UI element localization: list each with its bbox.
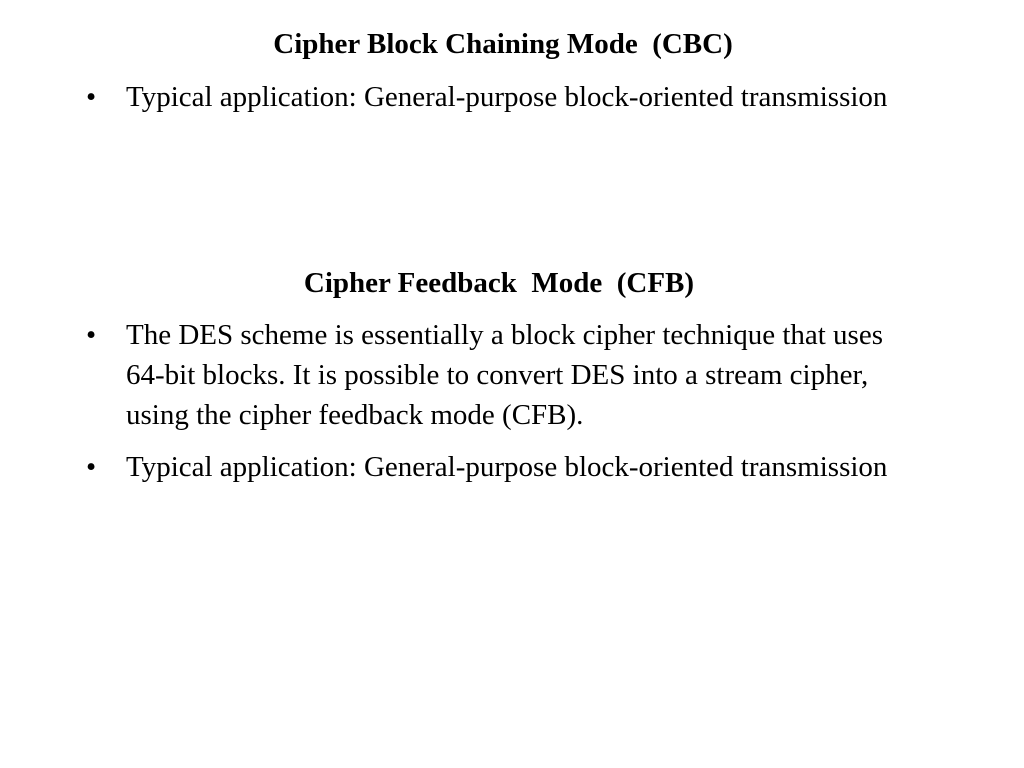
bullet-icon: • [86,81,97,113]
cfb-bullet-item: • Typical application: General-purpose b… [0,447,916,487]
cfb-bullet-list: • The DES scheme is essentially a block … [0,315,916,499]
cbc-heading: Cipher Block Chaining Mode (CBC) [273,28,733,60]
bullet-icon: • [86,451,97,483]
cfb-bullet-item: • The DES scheme is essentially a block … [0,315,916,435]
cfb-bullet-text: Typical application: General-purpose blo… [126,451,888,483]
cbc-bullet-list: • Typical application: General-purpose b… [0,77,916,129]
cbc-bullet-text: Typical application: General-purpose blo… [126,81,888,113]
cfb-bullet-text: The DES scheme is essentially a block ci… [126,319,884,431]
bullet-icon: • [86,319,97,351]
cbc-bullet-item: • Typical application: General-purpose b… [0,77,916,117]
cfb-heading: Cipher Feedback Mode (CFB) [303,267,695,299]
